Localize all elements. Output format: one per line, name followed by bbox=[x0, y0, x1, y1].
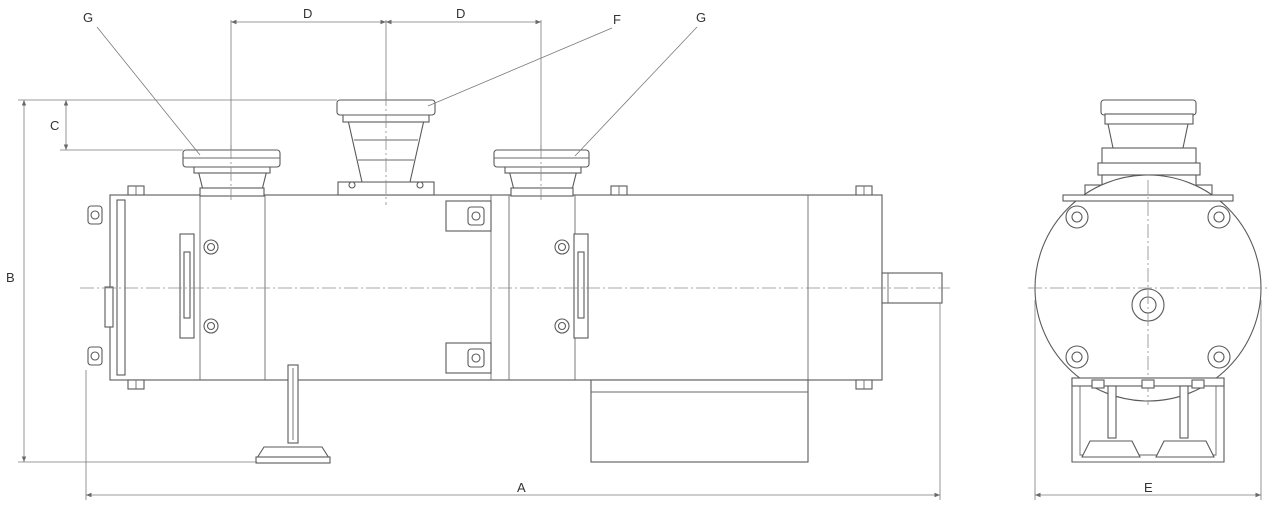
nut-icon bbox=[87, 205, 103, 225]
end-view-housing bbox=[1028, 174, 1268, 405]
dimension-lines bbox=[18, 19, 941, 500]
label-a: A bbox=[517, 480, 526, 495]
inlet-left bbox=[182, 149, 281, 197]
nut-icon bbox=[87, 346, 103, 366]
label-f: F bbox=[613, 12, 621, 27]
label-d-left: D bbox=[303, 6, 312, 21]
label-d-right: D bbox=[456, 6, 465, 21]
end-view-stand bbox=[1071, 377, 1225, 463]
bolt-icon bbox=[1207, 205, 1231, 229]
nut-icon bbox=[467, 348, 485, 368]
dimension-e bbox=[1034, 300, 1262, 500]
bolt-icon bbox=[203, 318, 219, 334]
bolt-icon bbox=[855, 185, 873, 196]
main-body bbox=[104, 194, 883, 381]
bolt-set bbox=[87, 185, 873, 390]
bolt-icon bbox=[855, 379, 873, 390]
label-c: C bbox=[50, 118, 59, 133]
bolt-icon bbox=[1207, 345, 1231, 369]
label-e: E bbox=[1144, 480, 1153, 495]
sight-glass-right bbox=[573, 233, 589, 339]
motor-box bbox=[590, 379, 809, 463]
output-shaft bbox=[881, 272, 943, 304]
bolt-icon bbox=[1065, 345, 1089, 369]
label-b: B bbox=[6, 270, 15, 285]
sight-glass-left bbox=[179, 233, 195, 339]
side-view bbox=[80, 92, 950, 464]
bolt-icon bbox=[554, 318, 570, 334]
end-view bbox=[1028, 99, 1268, 500]
bolt-icon bbox=[554, 239, 570, 255]
bolt-icon bbox=[203, 239, 219, 255]
label-g-right: G bbox=[696, 10, 706, 25]
bolt-icon bbox=[610, 185, 628, 196]
support-foot bbox=[255, 364, 331, 464]
dimension-labels: D D F G G C B A E bbox=[6, 6, 1153, 495]
bolt-icon bbox=[1065, 205, 1089, 229]
bolt-icon bbox=[127, 185, 145, 196]
nut-icon bbox=[467, 206, 485, 226]
inlet-right bbox=[493, 149, 590, 197]
bolt-icon bbox=[127, 379, 145, 390]
label-g-left: G bbox=[83, 10, 93, 25]
